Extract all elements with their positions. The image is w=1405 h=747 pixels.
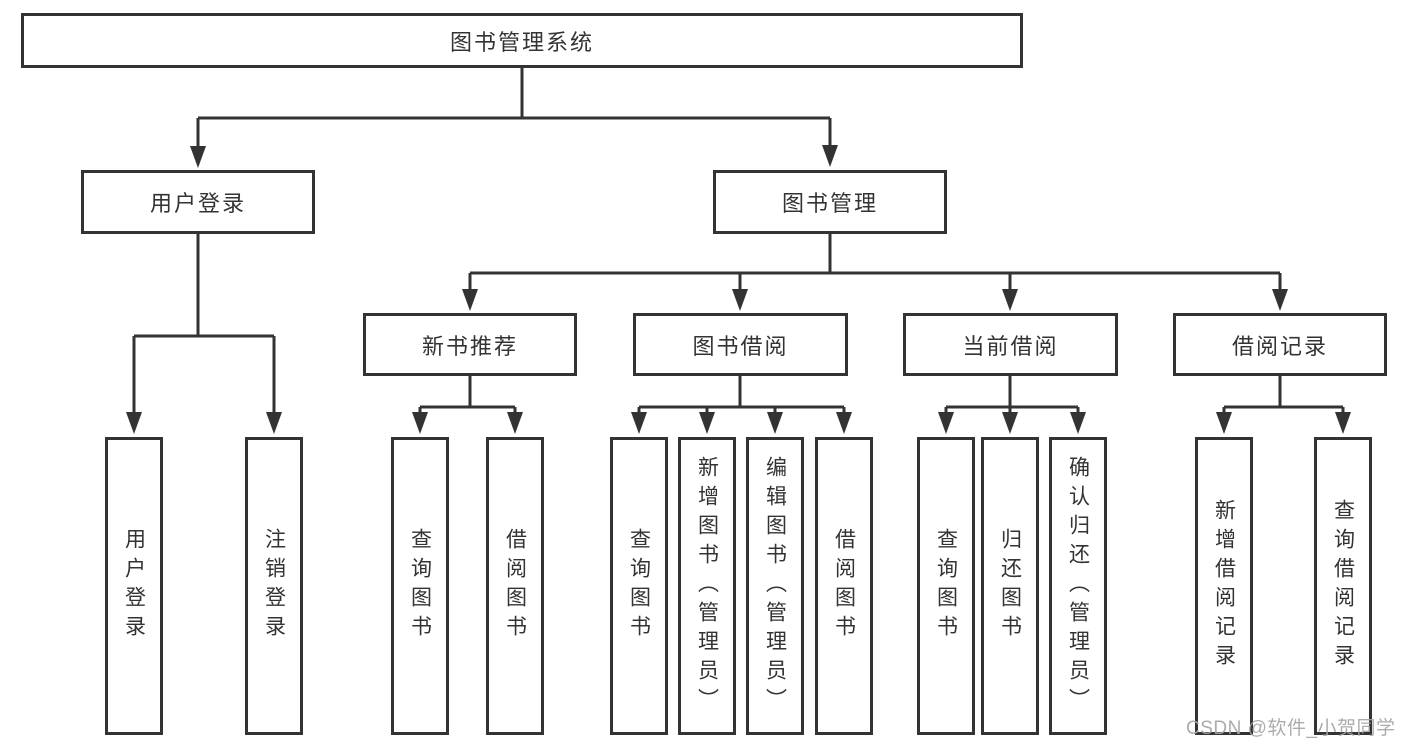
- node-borrow-records-label: 借阅记录: [1231, 333, 1328, 359]
- leaf-current-query: 查询图书: [917, 437, 975, 735]
- leaf-records-query: 查询借阅记录: [1314, 437, 1372, 735]
- leaf-newbooks-borrow-label: 借阅图书: [503, 528, 527, 644]
- leaf-user-login: 用户登录: [105, 437, 163, 735]
- leaf-borrow-borrow-label: 借阅图书: [832, 528, 856, 644]
- leaf-borrow-borrow: 借阅图书: [815, 437, 873, 735]
- node-new-book-recommend-label: 新书推荐: [421, 333, 518, 359]
- leaf-user-login-label: 用户登录: [122, 528, 146, 644]
- leaf-borrow-add-admin-label: 新增图书（管理员）: [695, 455, 719, 717]
- leaf-current-return: 归还图书: [981, 437, 1039, 735]
- leaf-records-query-label: 查询借阅记录: [1331, 499, 1355, 673]
- leaf-borrow-query-label: 查询图书: [627, 528, 651, 644]
- leaf-records-add-label: 新增借阅记录: [1212, 499, 1236, 673]
- node-book-management-label: 图书管理: [781, 191, 878, 216]
- node-user-login: 用户登录: [81, 170, 315, 234]
- leaf-logout-label: 注销登录: [262, 528, 286, 644]
- leaf-borrow-add-admin: 新增图书（管理员）: [678, 437, 736, 735]
- node-user-login-label: 用户登录: [149, 191, 246, 216]
- leaf-current-confirm-admin-label: 确认归还（管理员）: [1066, 455, 1090, 717]
- node-book-borrow: 图书借阅: [633, 313, 848, 376]
- leaf-records-add: 新增借阅记录: [1195, 437, 1253, 735]
- leaf-borrow-query: 查询图书: [610, 437, 668, 735]
- leaf-current-query-label: 查询图书: [934, 528, 958, 644]
- node-borrow-records: 借阅记录: [1173, 313, 1387, 376]
- node-book-borrow-label: 图书借阅: [692, 333, 789, 359]
- leaf-borrow-edit-admin-label: 编辑图书（管理员）: [763, 455, 787, 717]
- node-new-book-recommend: 新书推荐: [363, 313, 577, 376]
- leaf-newbooks-query-label: 查询图书: [408, 528, 432, 644]
- leaf-current-confirm-admin: 确认归还（管理员）: [1049, 437, 1107, 735]
- leaf-newbooks-query: 查询图书: [391, 437, 449, 735]
- leaf-logout: 注销登录: [245, 437, 303, 735]
- leaf-current-return-label: 归还图书: [998, 528, 1022, 644]
- node-current-borrow: 当前借阅: [903, 313, 1118, 376]
- node-current-borrow-label: 当前借阅: [962, 333, 1059, 359]
- leaf-newbooks-borrow: 借阅图书: [486, 437, 544, 735]
- leaf-borrow-edit-admin: 编辑图书（管理员）: [746, 437, 804, 735]
- node-system-root: 图书管理系统: [21, 13, 1023, 68]
- node-system-root-label: 图书管理系统: [449, 29, 594, 55]
- csdn-watermark: CSDN @软件_小贺同学: [1186, 718, 1396, 739]
- node-book-management: 图书管理: [713, 170, 947, 234]
